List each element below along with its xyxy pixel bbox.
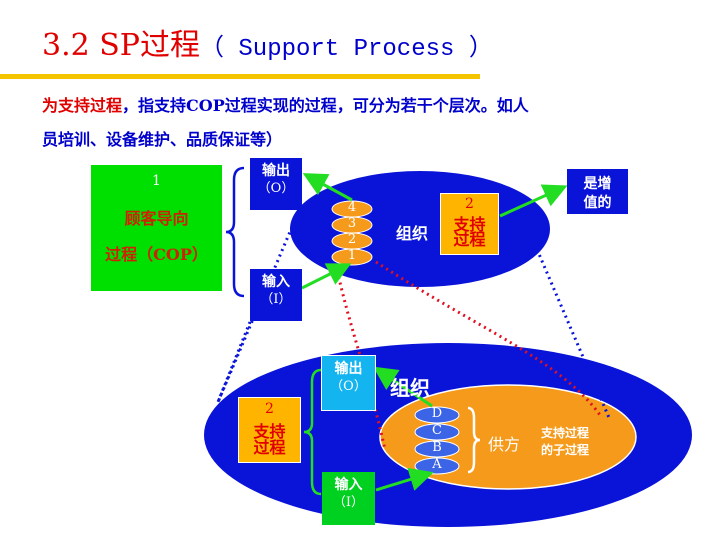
funnel-line-right bbox=[528, 232, 612, 421]
sub-process-line1: 支持过程 bbox=[540, 426, 589, 440]
cop-number: 1 bbox=[152, 173, 161, 189]
top-support-line2: 过程 bbox=[453, 230, 486, 249]
output-arrow-top bbox=[302, 173, 353, 202]
sub-level-label: A bbox=[432, 457, 442, 472]
top-output-line1: 输出 bbox=[262, 163, 290, 179]
sub-level-ellipse bbox=[414, 406, 460, 424]
value-added-line1: 是增 bbox=[583, 176, 612, 192]
top-support-box: 2 支持 过程 bbox=[440, 193, 499, 255]
sub-process-line2: 的子过程 bbox=[540, 443, 589, 457]
supplier-label: 供方 bbox=[488, 435, 521, 454]
level-label: 2 bbox=[347, 232, 357, 247]
top-brace bbox=[225, 166, 245, 298]
red-dotted-line-right bbox=[375, 260, 602, 416]
bottom-support-number: 2 bbox=[265, 401, 274, 417]
title-prefix: 3.2 SP过程 bbox=[42, 28, 200, 63]
level-ellipse bbox=[331, 248, 373, 266]
sub-level-ellipse bbox=[414, 423, 460, 441]
bottom-output-line1: 输出 bbox=[334, 361, 363, 377]
funnel-line-left bbox=[216, 226, 294, 403]
bottom-input-line2: （I） bbox=[332, 495, 365, 510]
cop-process-box: 1 顾客导向 过程（COP） bbox=[91, 165, 222, 291]
input-arrow-top bbox=[301, 263, 352, 290]
page-title: 3.2 SP过程（ Support Process ） bbox=[42, 28, 493, 68]
bottom-output-line2: （O） bbox=[330, 379, 367, 394]
description-line-2: 员培训、设备维护、品质保证等） bbox=[42, 130, 283, 149]
description-line-1: 为支持过程，指支持COP过程实现的过程，可分为若干个层次。如人 bbox=[42, 92, 529, 116]
level-label: 3 bbox=[347, 216, 357, 231]
title-underline bbox=[0, 74, 480, 79]
output-arrow-bottom bbox=[373, 366, 433, 408]
bottom-input-line1: 输入 bbox=[334, 477, 363, 493]
bottom-level-stack bbox=[414, 406, 460, 475]
sub-level-ellipse bbox=[414, 440, 460, 458]
sub-level-label: B bbox=[432, 440, 442, 455]
top-output-box: 输出 （O） bbox=[250, 158, 302, 210]
bottom-org-label: 组织 bbox=[390, 376, 430, 400]
top-input-box: 输入 （I） bbox=[250, 269, 302, 321]
title-suffix: （ Support Process ） bbox=[199, 36, 493, 63]
value-added-line2: 值的 bbox=[583, 195, 612, 211]
bottom-support-box: 2 支持 过程 bbox=[238, 397, 301, 463]
top-input-line1: 输入 bbox=[262, 274, 290, 290]
sub-level-label: C bbox=[432, 423, 442, 438]
level-label: 1 bbox=[347, 248, 357, 263]
top-support-line1: 支持 bbox=[453, 215, 486, 234]
description-line1-text: ，指支持COP过程实现的过程，可分为若干个层次。如人 bbox=[122, 96, 529, 115]
bottom-support-line1: 支持 bbox=[253, 422, 286, 441]
bottom-support-line2: 过程 bbox=[253, 438, 286, 457]
input-arrow-bottom bbox=[375, 467, 434, 492]
funnel-line-left-2 bbox=[216, 321, 252, 403]
level-label: 4 bbox=[347, 200, 357, 215]
top-org-label: 组织 bbox=[396, 224, 429, 243]
supplier-brace bbox=[467, 406, 481, 474]
top-support-number: 2 bbox=[465, 196, 474, 212]
value-arrow bbox=[499, 184, 568, 218]
cop-label-line2: 过程（COP） bbox=[105, 245, 208, 264]
top-input-line2: （I） bbox=[260, 292, 292, 307]
sub-level-label: D bbox=[431, 406, 443, 421]
bottom-input-box: 输入 （I） bbox=[322, 472, 375, 525]
value-added-box: 是增 值的 bbox=[567, 169, 628, 214]
bottom-output-box: 输出 （O） bbox=[321, 355, 376, 411]
top-output-line2: （O） bbox=[257, 181, 295, 196]
cop-label-line1: 顾客导向 bbox=[124, 209, 189, 228]
description-highlight: 为支持过程 bbox=[42, 96, 123, 115]
top-level-stack bbox=[331, 200, 373, 266]
bottom-brace bbox=[303, 368, 322, 496]
